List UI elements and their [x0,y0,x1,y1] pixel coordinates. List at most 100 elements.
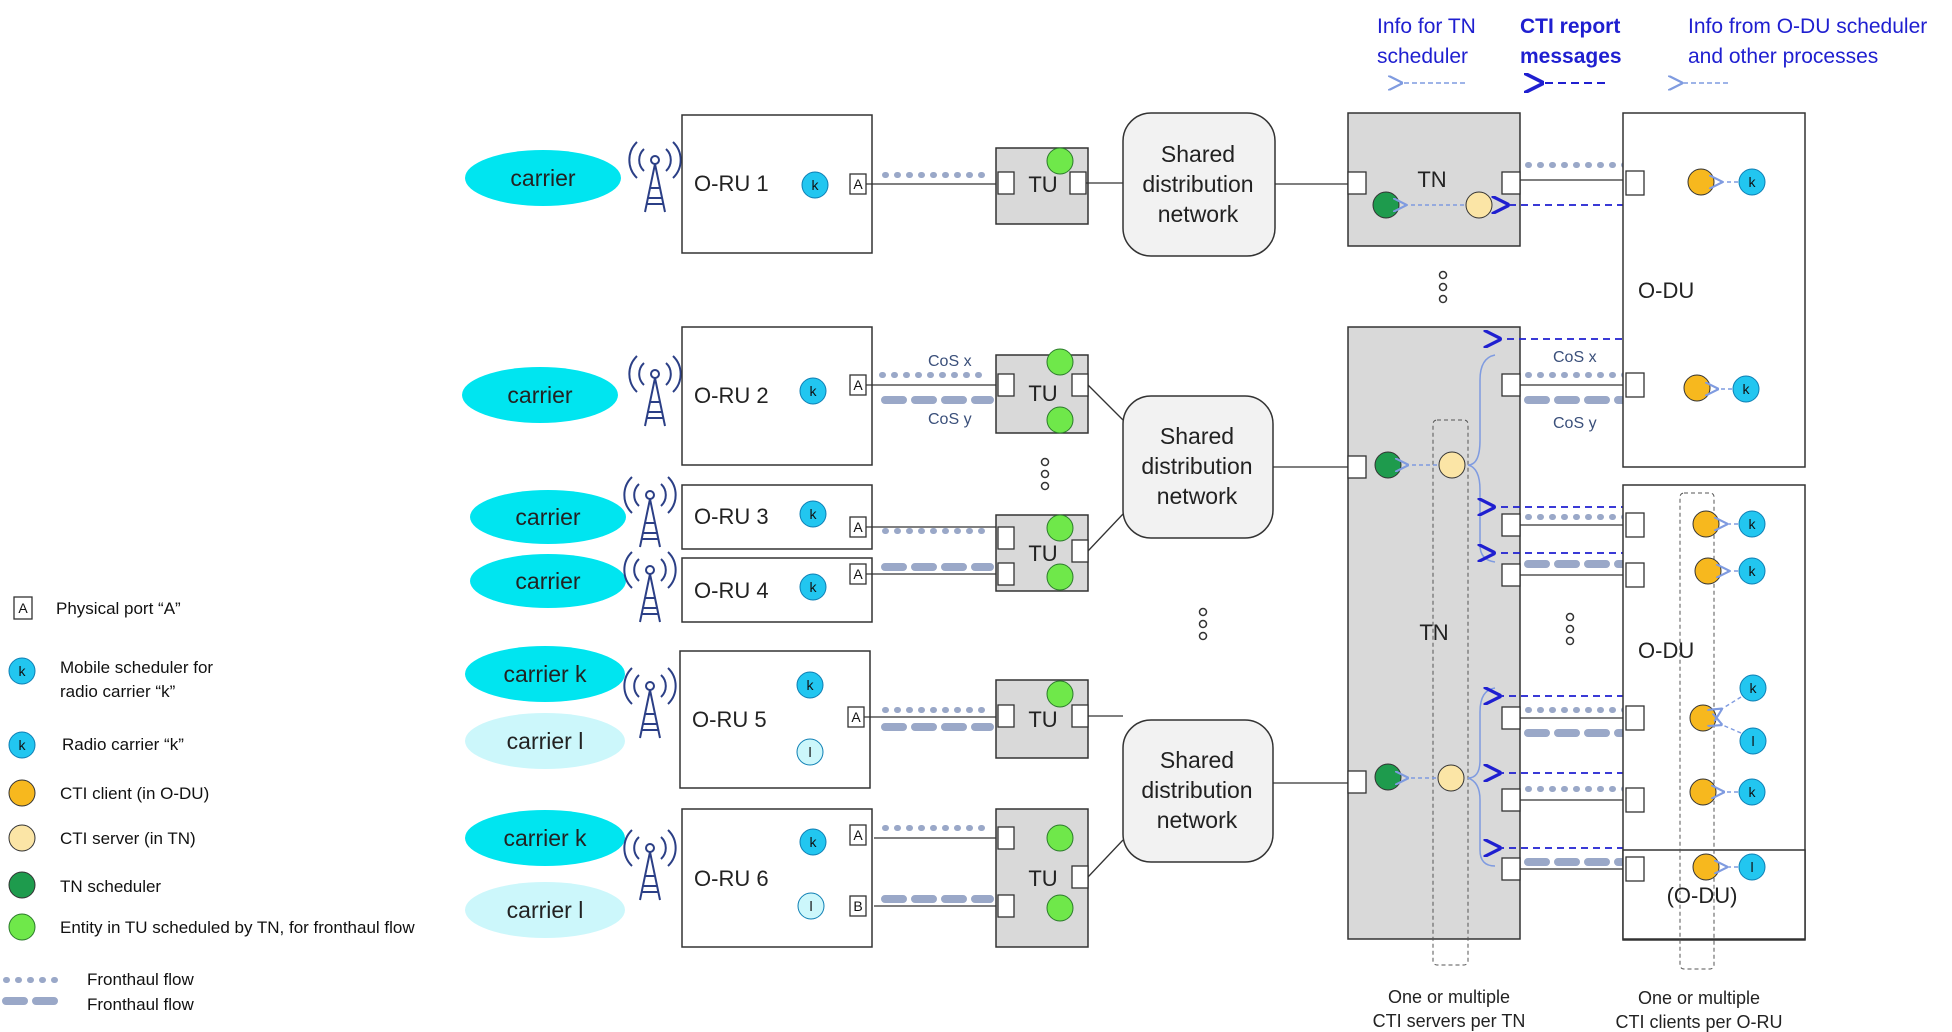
port-b [849,895,867,917]
svg-text:k: k [1743,381,1751,397]
tu-2-label: TU [1028,381,1057,406]
antenna-icon [623,667,677,739]
badge-k: k [1738,168,1766,196]
port-a-label: A [851,709,861,725]
tu-entity [1046,348,1074,376]
tu-entity [1046,824,1074,852]
cos-y-label: CoS y [1553,415,1597,432]
port-a-label: A [853,566,863,582]
cti-servers-group [1432,419,1469,966]
odu-port [1625,705,1645,731]
tu-entity [1046,514,1074,542]
legend: A Physical port “A” k Mobile scheduler f… [2,596,415,1014]
cti-clients-group [1679,492,1715,970]
odu-port [1625,512,1645,538]
badge-k: k [1738,778,1766,806]
legend-port: Physical port “A” [56,599,181,618]
carrier-5l: carrier l [465,713,625,769]
tu-port [997,171,1015,195]
tu-port [997,894,1015,918]
carrier-3: carrier [470,490,626,544]
cti-server [1437,764,1465,792]
legend-tu-entity-icon [8,913,36,941]
carrier-6k: carrier k [465,810,625,866]
legend-cti-server-icon [8,824,36,852]
cti-client [1692,510,1720,538]
tu-entity [1046,147,1074,175]
legend-radio: Radio carrier “k” [62,735,184,754]
ellipsis-icon [1438,270,1448,304]
badge-k: k [799,573,827,601]
shared-network-3 [1122,719,1274,863]
sdn-1-label-1: Shared [1161,141,1235,167]
legend-scheduler-2: radio carrier “k” [60,682,176,701]
tu-port [1071,539,1089,563]
carrier-5k: carrier k [465,646,625,702]
svg-text:k: k [1750,680,1758,696]
svg-text:l: l [809,898,812,914]
odu-1-label: O-DU [1638,278,1694,303]
badge-k: k [1738,510,1766,538]
info-arrow [1720,724,1742,734]
cti-report-label: CTI report [1520,15,1620,38]
port-a-label: A [853,519,863,535]
antenna-icon [628,355,682,427]
legend-tu-entity: Entity in TU scheduled by TN, for fronth… [60,918,415,937]
svg-text:l: l [1750,859,1753,875]
carrier-1: carrier [465,150,621,206]
oru-2-box [681,326,873,466]
ellipsis-icon [1565,612,1575,646]
info-tn-label: Info for TN [1377,15,1476,38]
oru-1-box [681,114,873,254]
oru-4-label: O-RU 4 [694,578,769,603]
servers-caption-1: One or multiple [1388,987,1510,1007]
badge-k: k [799,377,827,405]
oru-2-label: O-RU 2 [694,383,769,408]
port-a-label: A [853,176,863,192]
tu-port [1071,865,1089,889]
badge-k: k [1732,375,1760,403]
cti-brace [1467,687,1496,867]
tn-port [1501,373,1521,397]
oru-3-label: O-RU 3 [694,504,769,529]
tn-scheduler [1372,191,1400,219]
odu-port [1625,562,1645,588]
link-line [1087,513,1124,552]
port-a-label: A [853,377,863,393]
badge-k: k [796,671,824,699]
badge-k: k [1739,674,1767,702]
sdn-2-label-3: network [1157,483,1238,509]
badge-l: l [1738,853,1766,881]
legend-cti-client: CTI client (in O-DU) [60,784,209,803]
port-a [849,824,867,846]
legend-scheduler-1: Mobile scheduler for [60,658,213,677]
odu-port [1625,372,1645,398]
tu-34-label: TU [1028,541,1057,566]
cti-client [1694,557,1722,585]
clients-caption-2: CTI clients per O-RU [1615,1012,1782,1032]
sdn-3-label-3: network [1157,807,1238,833]
badge-l: l [797,892,825,920]
sdn-3-label-1: Shared [1160,747,1234,773]
oru-5-box [679,650,871,789]
link-line [1087,384,1124,421]
tn-port [1501,788,1521,812]
odu-port [1625,170,1645,196]
legend-radio-letter: k [19,737,27,753]
badge-k: k [801,171,829,199]
legend-cti-client-icon [8,779,36,807]
tn-port [1501,563,1521,587]
cos-x-label: CoS x [1553,349,1597,366]
legend-scheduler-icon [8,657,36,685]
tn-1-box [1347,112,1521,247]
tu-port [997,526,1015,550]
odu-port [1625,856,1645,882]
legend-port-letter: A [18,600,28,616]
carrier-3-label: carrier [515,504,581,530]
tn-scheduler [1374,763,1402,791]
tu-1-label: TU [1028,172,1057,197]
tu-port [1069,171,1087,195]
cti-client [1692,853,1720,881]
port-a-label: A [853,827,863,843]
tn-2-label: TN [1419,620,1448,645]
